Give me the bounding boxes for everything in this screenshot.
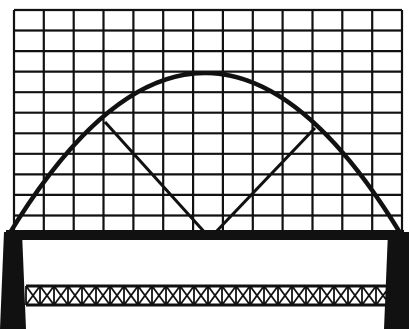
truss-diagonal	[137, 285, 153, 306]
truss-diagonal	[123, 285, 139, 306]
right-diagonal-hanger	[210, 126, 317, 238]
truss-diagonal	[165, 285, 181, 306]
truss-diagonal	[109, 285, 125, 306]
truss-diagonal	[179, 285, 195, 306]
truss-diagonal	[25, 285, 41, 306]
truss-diagonal	[333, 285, 349, 306]
left-diagonal-hanger	[103, 120, 210, 238]
truss-diagonal	[193, 285, 209, 306]
truss-diagonal	[207, 285, 223, 306]
truss-diagonal	[305, 285, 321, 306]
bridge-deck	[6, 230, 404, 240]
truss-web	[25, 285, 391, 306]
truss-diagonal	[319, 285, 335, 306]
truss-diagonal	[263, 285, 279, 306]
arch-curve	[5, 70, 405, 239]
truss-diagonal	[277, 285, 293, 306]
truss-diagonal	[221, 285, 237, 306]
truss-diagonal	[235, 285, 251, 306]
truss-diagonal	[375, 285, 391, 306]
truss-diagonal	[67, 285, 83, 306]
truss-diagonal	[347, 285, 363, 306]
truss-diagonal	[53, 285, 69, 306]
truss-diagonal	[249, 285, 265, 306]
truss-diagonal	[81, 285, 97, 306]
left-pier	[0, 232, 26, 329]
truss-diagonal	[39, 285, 55, 306]
right-pier	[384, 232, 409, 329]
truss-diagonal	[291, 285, 307, 306]
truss-diagonal	[95, 285, 111, 306]
truss-diagonal	[361, 285, 377, 306]
truss-diagonal	[151, 285, 167, 306]
